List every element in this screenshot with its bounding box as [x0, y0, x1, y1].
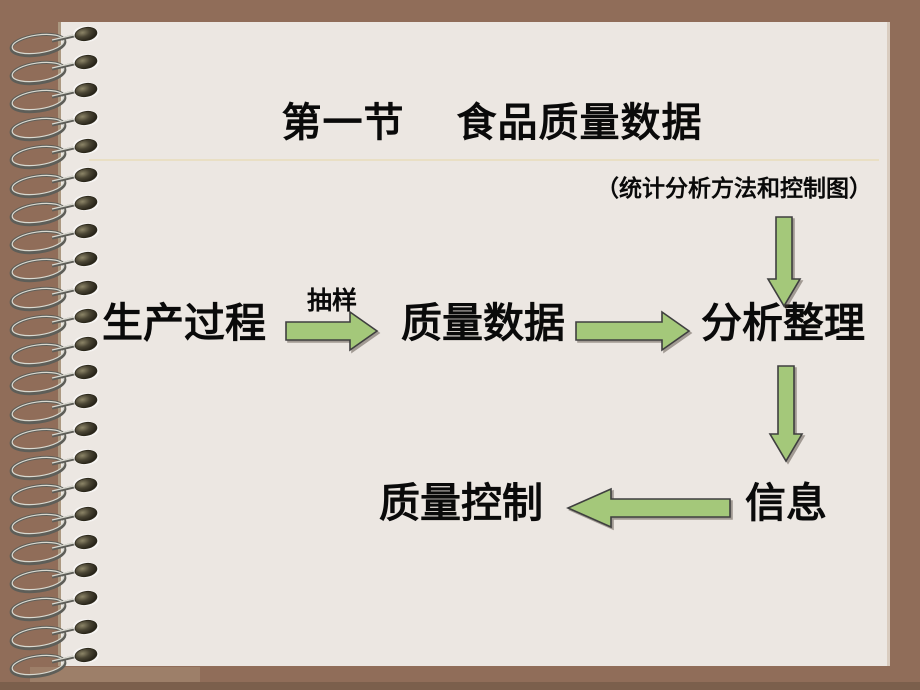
- notebook-bottom-shadow: [0, 682, 920, 690]
- right-arrow-shape: [285, 310, 379, 352]
- node-quality-data: 质量数据: [401, 300, 565, 346]
- arrow-label-sampling: 抽样: [306, 288, 357, 315]
- down-arrow-shape: [766, 216, 802, 308]
- slide-title: 第一节 食品质量数据: [281, 100, 703, 145]
- right-arrow-icon: [575, 310, 691, 352]
- notebook-bottom-patch: [30, 667, 200, 684]
- right-arrow-icon: [285, 310, 379, 352]
- left-arrow-icon: [566, 487, 731, 529]
- down-arrow-icon: [768, 365, 804, 463]
- spiral-binding-icon: [8, 24, 101, 682]
- slide-paper: 第一节 食品质量数据 （统计分析方法和控制图） 生产过程 抽样 质量数据 分析整…: [58, 22, 890, 666]
- down-arrow-shape: [768, 365, 804, 463]
- node-quality-control: 质量控制: [379, 480, 543, 526]
- node-analysis-organize: 分析整理: [701, 300, 865, 346]
- left-arrow-shape: [566, 487, 731, 529]
- node-production-process: 生产过程: [102, 300, 266, 346]
- right-arrow-shape: [575, 310, 691, 352]
- slide-subtitle: （统计分析方法和控制图）: [596, 176, 872, 201]
- node-information: 信息: [745, 480, 827, 526]
- title-divider: [89, 159, 879, 161]
- down-arrow-icon: [766, 216, 802, 308]
